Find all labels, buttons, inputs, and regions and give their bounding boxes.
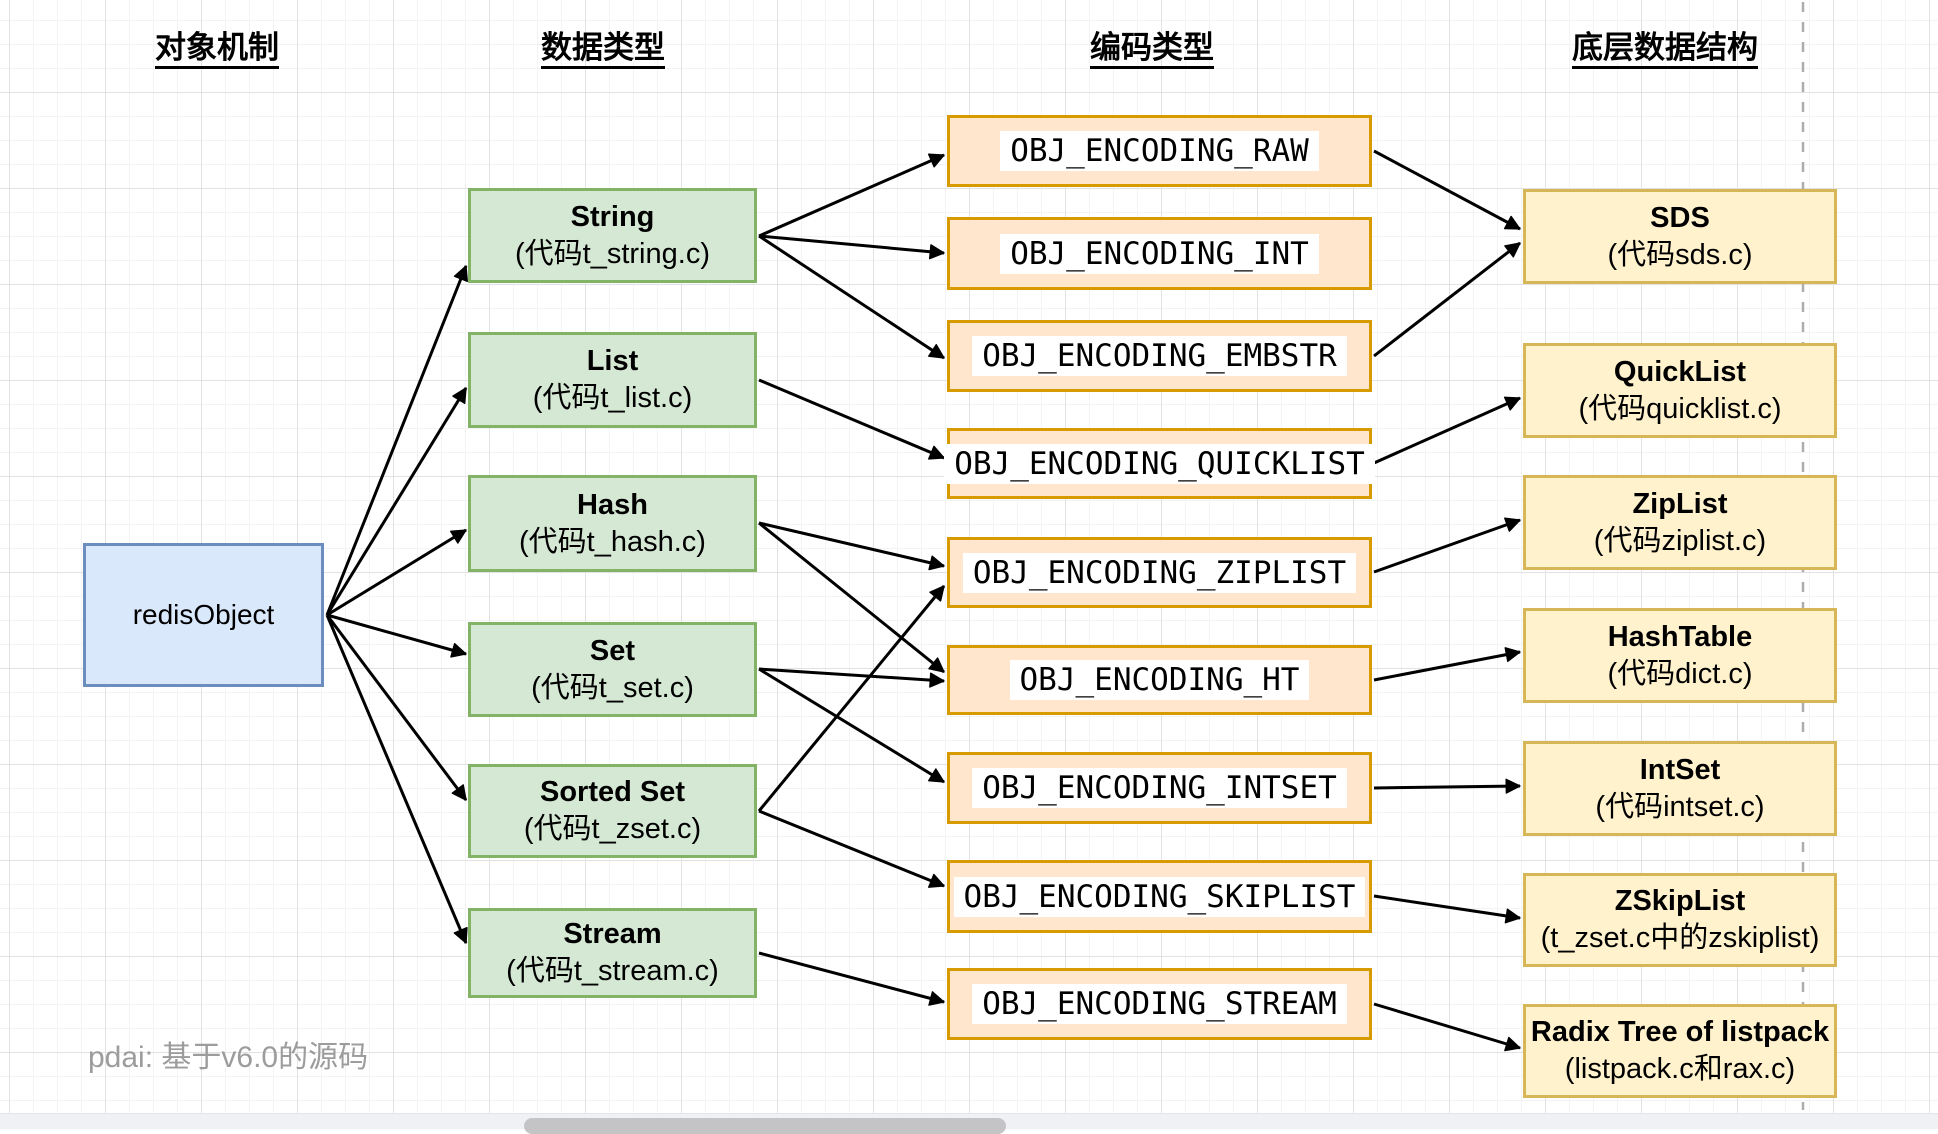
node-hashtable: HashTable (代码dict.c): [1523, 608, 1837, 703]
node-set: Set (代码t_set.c): [468, 622, 757, 717]
edge-set-ht: [758, 667, 945, 688]
edge-string-raw: [758, 153, 945, 238]
edge-embstr-sds: [1373, 241, 1521, 358]
edge-hash-ziplist: [758, 521, 945, 571]
edge-quicklistenc-quicklist: [1373, 396, 1521, 465]
edge-redisobject-hash: [326, 528, 467, 617]
node-string: String (代码t_string.c): [468, 188, 757, 283]
node-sorted-set: Sorted Set (代码t_zset.c): [468, 764, 757, 858]
footer-note: pdai: 基于v6.0的源码: [88, 1041, 369, 1074]
edge-redisobject-list: [325, 387, 468, 616]
node-obj-encoding-embstr: OBJ_ENCODING_EMBSTR: [947, 320, 1372, 392]
node-obj-encoding-quicklist: OBJ_ENCODING_QUICKLIST: [944, 428, 1375, 499]
node-obj-encoding-skiplist: OBJ_ENCODING_SKIPLIST: [947, 860, 1372, 933]
node-quicklist: QuickList (代码quicklist.c): [1523, 343, 1837, 438]
node-redisobject-label: redisObject: [132, 599, 275, 630]
node-zskiplist: ZSkipList (t_zset.c中的zskiplist): [1523, 873, 1837, 967]
node-obj-encoding-int: OBJ_ENCODING_INT: [947, 217, 1372, 290]
edge-ziplistenc-ziplist: [1373, 517, 1521, 574]
edge-string-embstr: [758, 234, 945, 360]
column-header-data-type: 数据类型: [541, 30, 665, 65]
edge-stream-streamenc: [758, 951, 945, 1006]
edge-redisobject-set: [326, 613, 467, 658]
edge-set-intset: [758, 667, 945, 784]
node-obj-encoding-ht: OBJ_ENCODING_HT: [947, 645, 1372, 715]
column-header-object-mechanism: 对象机制: [155, 30, 279, 65]
edge-ht-hashtable: [1373, 647, 1521, 682]
node-obj-encoding-intset: OBJ_ENCODING_INTSET: [947, 752, 1372, 824]
column-header-underlying-structure: 底层数据结构: [1572, 30, 1758, 65]
node-obj-encoding-raw: OBJ_ENCODING_RAW: [947, 115, 1372, 187]
edge-hash-ht: [758, 521, 945, 674]
edge-redisobject-string: [325, 265, 468, 616]
node-hash: Hash (代码t_hash.c): [468, 475, 757, 572]
edge-intsetenc-intset: [1373, 778, 1521, 794]
node-redisobject: redisObject: [83, 543, 324, 687]
edge-sortedset-ziplist: [757, 585, 946, 812]
edge-raw-sds: [1373, 149, 1521, 231]
edge-skiplistenc-zskiplist: [1373, 894, 1521, 924]
node-intset: IntSet (代码intset.c): [1523, 741, 1837, 836]
node-obj-encoding-stream: OBJ_ENCODING_STREAM: [947, 968, 1372, 1040]
edge-sortedset-skiplist: [758, 809, 945, 888]
node-radix-tree: Radix Tree of listpack (listpack.c和rax.c…: [1523, 1004, 1837, 1098]
horizontal-scrollbar-thumb[interactable]: [524, 1118, 1006, 1134]
node-ziplist: ZipList (代码ziplist.c): [1523, 475, 1837, 570]
edge-streamenc-radixtree: [1373, 1002, 1521, 1052]
node-stream: Stream (代码t_stream.c): [468, 908, 757, 998]
edge-string-int: [758, 234, 945, 260]
edge-list-quicklist: [758, 378, 945, 460]
edge-redisobject-sortedset: [325, 614, 468, 801]
node-obj-encoding-ziplist: OBJ_ENCODING_ZIPLIST: [947, 537, 1372, 608]
column-header-encoding-type: 编码类型: [1090, 30, 1214, 65]
node-list: List (代码t_list.c): [468, 332, 757, 428]
edge-redisobject-stream: [325, 614, 468, 944]
node-sds: SDS (代码sds.c): [1523, 189, 1837, 284]
